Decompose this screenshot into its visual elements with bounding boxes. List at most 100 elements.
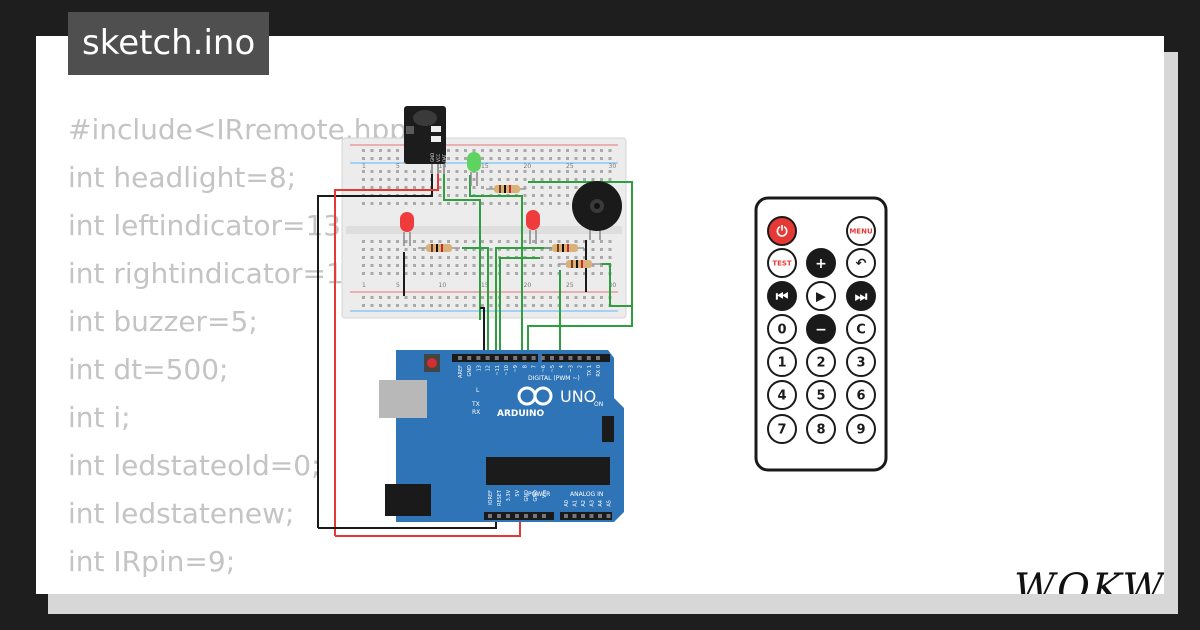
breadboard-hole	[404, 264, 408, 267]
breadboard-hole	[464, 264, 467, 267]
header-pin[interactable]	[513, 356, 518, 360]
header-pin[interactable]	[488, 514, 492, 518]
header-pin[interactable]	[506, 514, 510, 518]
breadboard-column-number: 15	[481, 163, 489, 170]
breadboard-hole	[404, 304, 408, 307]
remote-button[interactable]: 8	[806, 414, 836, 444]
remote-button[interactable]: ⏻	[767, 216, 797, 246]
resistor[interactable]	[544, 244, 584, 252]
header-pin[interactable]	[531, 356, 536, 360]
remote-button[interactable]: 9	[846, 414, 876, 444]
header-pin[interactable]	[586, 356, 591, 360]
header-pin[interactable]	[606, 514, 611, 518]
digital-pin-label: 2	[578, 365, 584, 368]
breadboard-hole	[438, 264, 442, 267]
header-pin[interactable]	[533, 514, 537, 518]
header-pin[interactable]	[467, 356, 472, 360]
header-pin[interactable]	[572, 514, 577, 518]
remote-button[interactable]: TEST	[767, 248, 797, 278]
breadboard-hole	[379, 186, 382, 189]
remote-button[interactable]: ▶	[806, 281, 836, 311]
remote-button[interactable]: +	[806, 248, 836, 278]
remote-button[interactable]: 2	[806, 347, 836, 377]
header-pin[interactable]	[494, 356, 499, 360]
breadboard-hole	[404, 296, 408, 299]
breadboard-hole	[455, 248, 459, 251]
led-red[interactable]	[526, 210, 540, 244]
breadboard-hole	[506, 157, 510, 160]
breadboard-hole	[549, 248, 552, 251]
breadboard-hole	[370, 248, 374, 251]
remote-button[interactable]: 5	[806, 380, 836, 410]
remote-button[interactable]: ↶	[846, 248, 876, 278]
remote-button[interactable]: ⏮	[767, 281, 797, 311]
breadboard-hole	[362, 157, 365, 160]
header-pin[interactable]	[540, 356, 545, 360]
remote-button[interactable]: C	[846, 314, 876, 344]
remote-button[interactable]: 1	[767, 347, 797, 377]
breadboard-hole	[532, 178, 535, 181]
resistor[interactable]	[486, 185, 526, 193]
breadboard-hole	[362, 178, 365, 181]
header-pin[interactable]	[458, 356, 462, 360]
remote-button[interactable]: 7	[767, 414, 797, 444]
header-pin[interactable]	[589, 514, 594, 518]
header-pin[interactable]	[596, 356, 600, 360]
header-pin[interactable]	[524, 514, 528, 518]
remote-button[interactable]: 4	[767, 380, 797, 410]
code-line: int leftindicator=13;	[68, 209, 351, 242]
wire-green	[495, 247, 560, 358]
breadboard-hole	[600, 264, 603, 267]
breadboard-hole	[396, 157, 399, 160]
breadboard-hole	[447, 296, 450, 299]
breadboard-hole	[421, 202, 425, 205]
header-pin[interactable]	[522, 356, 527, 360]
breadboard-hole	[523, 194, 527, 197]
remote-button[interactable]: ⏭	[846, 281, 876, 311]
breadboard-hole	[532, 186, 535, 189]
breadboard-hole	[532, 194, 535, 197]
header-pin[interactable]	[504, 356, 508, 360]
header-pin[interactable]	[550, 356, 554, 360]
breadboard-hole	[370, 170, 374, 173]
header-pin[interactable]	[542, 514, 546, 518]
file-tab[interactable]: sketch.ino	[68, 12, 270, 75]
remote-button[interactable]: 6	[846, 380, 876, 410]
breadboard-hole	[557, 264, 561, 267]
breadboard-hole	[387, 149, 391, 152]
header-analog	[560, 512, 612, 520]
remote-button[interactable]: −	[806, 314, 836, 344]
remote-button[interactable]: 0	[767, 314, 797, 344]
breadboard-hole	[413, 296, 416, 299]
header-pin[interactable]	[564, 514, 568, 518]
buzzer[interactable]	[572, 181, 622, 240]
header-pin[interactable]	[515, 514, 519, 518]
breadboard-hole	[370, 186, 374, 189]
breadboard-hole	[549, 296, 552, 299]
header-pin[interactable]	[577, 356, 582, 360]
breadboard-hole	[566, 296, 569, 299]
breadboard-hole	[608, 178, 612, 181]
led-red[interactable]	[400, 212, 414, 246]
breadboard-hole	[370, 272, 374, 275]
header-pin[interactable]	[581, 514, 585, 518]
remote-button[interactable]: MENU	[846, 216, 876, 246]
breadboard-hole	[532, 240, 535, 243]
arduino-uno[interactable]: UNO ARDUINO DIGITAL (PWM ~) POWER ANALOG…	[379, 350, 624, 522]
header-pin[interactable]	[598, 514, 602, 518]
header-pin[interactable]	[476, 356, 481, 360]
remote-button[interactable]: 3	[846, 347, 876, 377]
breadboard-hole	[566, 178, 569, 181]
resistor[interactable]	[418, 244, 460, 252]
breadboard-column-number: 15	[481, 282, 489, 289]
header-pin[interactable]	[497, 514, 501, 518]
header-pin[interactable]	[568, 356, 573, 360]
led-green[interactable]	[467, 152, 481, 186]
header-pin[interactable]	[559, 356, 564, 360]
resistor[interactable]	[558, 260, 602, 268]
wire-red	[334, 172, 439, 536]
header-pin[interactable]	[485, 356, 490, 360]
